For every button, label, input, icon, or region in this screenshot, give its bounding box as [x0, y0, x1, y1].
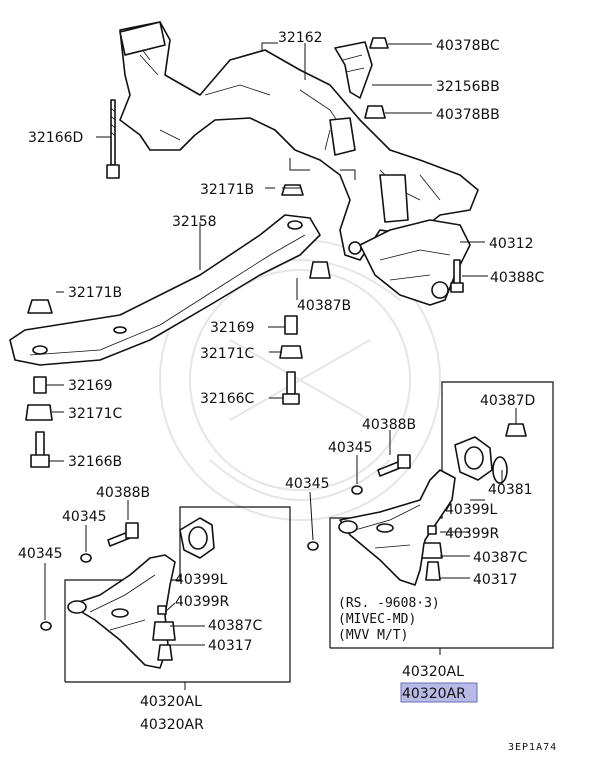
label-32156BB[interactable]: 32156BB	[436, 79, 500, 95]
label-40312[interactable]: 40312	[489, 236, 534, 252]
label-40320AL-right[interactable]: 40320AL	[402, 664, 464, 680]
label-40320AL-left[interactable]: 40320AL	[140, 694, 202, 710]
right-arm-assembly-drawing	[307, 381, 554, 649]
highlight-box	[400, 682, 478, 703]
label-40387C-left[interactable]: 40387C	[208, 618, 263, 634]
upper-lower-arm-drawing	[359, 219, 471, 306]
label-40399L-right[interactable]: 40399L	[445, 502, 498, 518]
label-32171B-top[interactable]: 32171B	[200, 182, 254, 198]
label-40345-right-2[interactable]: 40345	[285, 476, 330, 492]
label-40320AR-left[interactable]: 40320AR	[140, 717, 204, 733]
label-40381[interactable]: 40381	[488, 482, 533, 498]
label-32158[interactable]: 32158	[172, 214, 217, 230]
label-32171C-mid[interactable]: 32171C	[200, 346, 255, 362]
leader-lines	[44, 42, 517, 690]
left-arm-assembly-drawing	[40, 506, 291, 683]
label-32171B-left[interactable]: 32171B	[68, 285, 122, 301]
stiffener-bar-drawing	[9, 214, 321, 366]
label-40399R-left[interactable]: 40399R	[175, 594, 230, 610]
label-32169-left[interactable]: 32169	[68, 378, 113, 394]
label-32166B[interactable]: 32166B	[68, 454, 122, 470]
label-40387D[interactable]: 40387D	[480, 393, 535, 409]
label-32166D[interactable]: 32166D	[28, 130, 83, 146]
label-32171C-left[interactable]: 32171C	[68, 406, 123, 422]
label-40388B-right[interactable]: 40388B	[362, 417, 416, 433]
label-40388C[interactable]: 40388C	[490, 270, 545, 286]
note-line-3: (MVV M/T)	[338, 628, 408, 643]
label-40399R-right[interactable]: 40399R	[445, 526, 500, 542]
diagram-code: 3EP1A74	[508, 742, 557, 753]
part-labels: 32162 40378BC 32156BB 40378BB 32166D 321…	[18, 30, 557, 753]
note-line-2: (MIVEC-MD)	[338, 612, 416, 627]
label-32169-mid[interactable]: 32169	[210, 320, 255, 336]
label-32162[interactable]: 32162	[278, 30, 323, 46]
label-40378BC[interactable]: 40378BC	[436, 38, 500, 54]
label-40387C-right[interactable]: 40387C	[473, 550, 528, 566]
label-40320AR-right[interactable]: 40320AR	[402, 686, 466, 702]
label-40345-right-1[interactable]: 40345	[328, 440, 373, 456]
label-40378BB[interactable]: 40378BB	[436, 107, 500, 123]
label-40399L-left[interactable]: 40399L	[175, 572, 228, 588]
label-40387B[interactable]: 40387B	[297, 298, 351, 314]
label-40317-left[interactable]: 40317	[208, 638, 253, 654]
label-32166C[interactable]: 32166C	[200, 391, 255, 407]
label-40317-right[interactable]: 40317	[473, 572, 518, 588]
label-40345-left-2[interactable]: 40345	[18, 546, 63, 562]
label-40388B-left[interactable]: 40388B	[96, 485, 150, 501]
note-line-1: (RS. -9608·3)	[338, 596, 440, 611]
label-40345-left-1[interactable]: 40345	[62, 509, 107, 525]
